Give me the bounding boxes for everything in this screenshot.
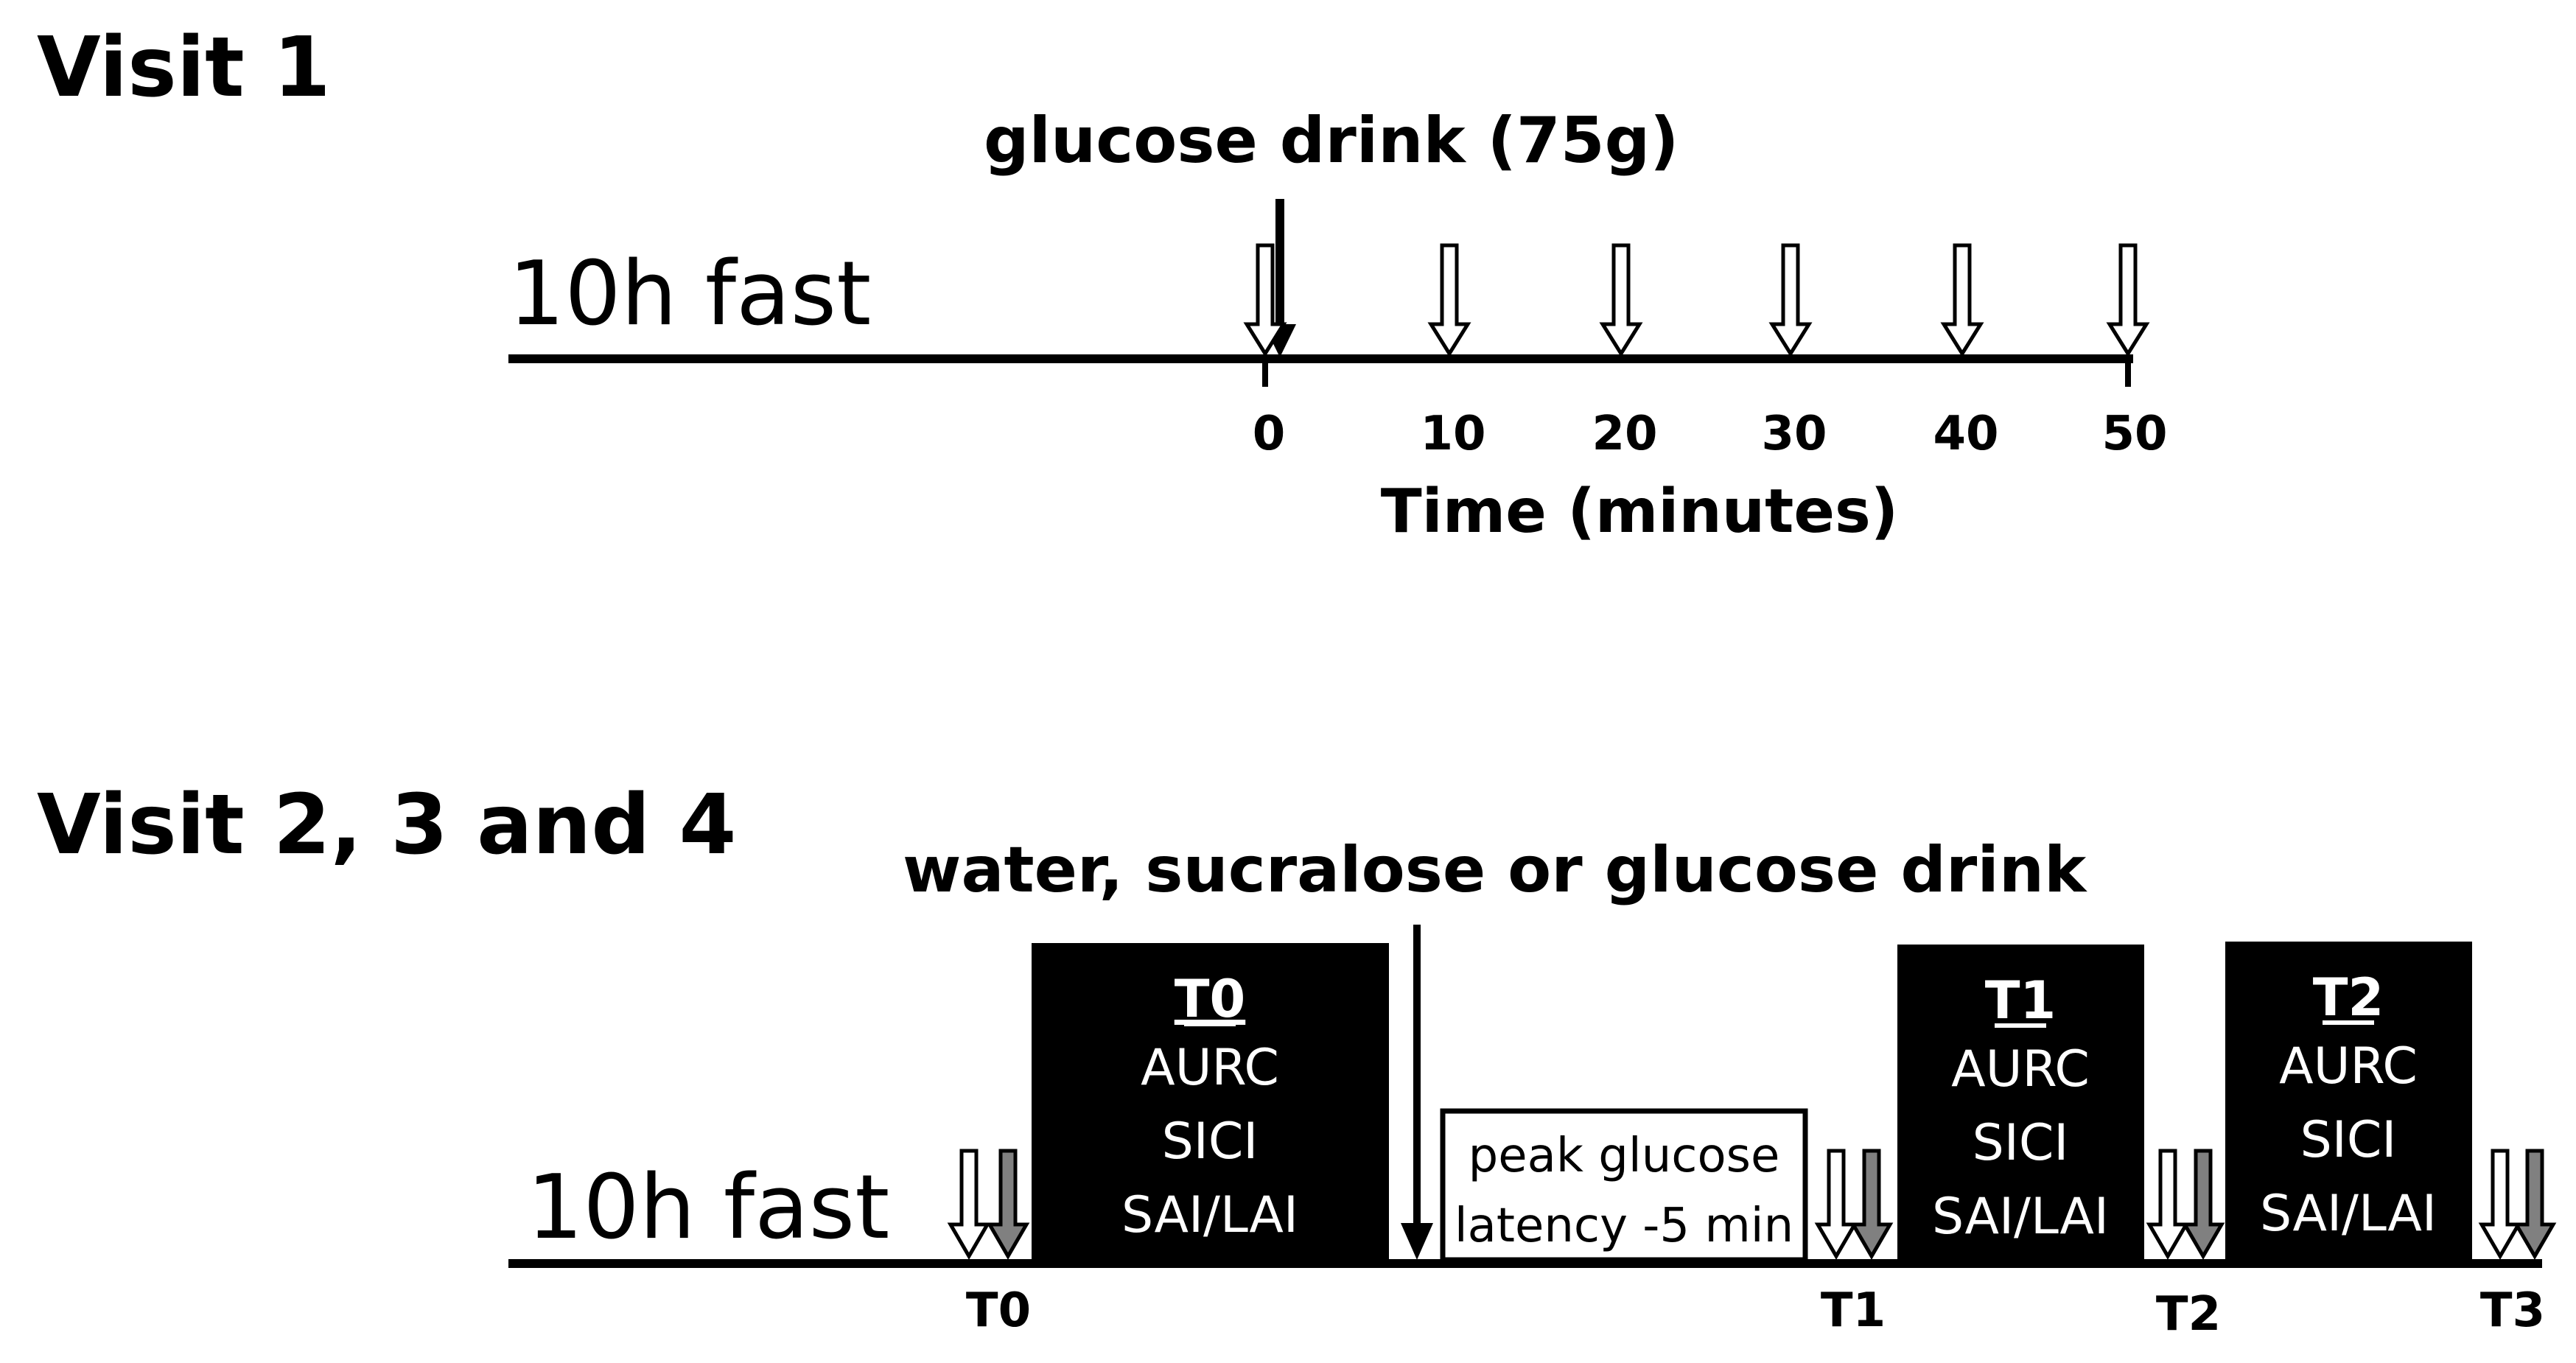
timepoint-label-t0: T0: [966, 1283, 1031, 1338]
grey-arrow-t1: [1849, 1149, 1894, 1260]
block-t0-line2: SICI: [1162, 1113, 1259, 1171]
timepoint-label-t1: T1: [1821, 1283, 1886, 1338]
block-t2-line2: SICI: [2300, 1111, 2397, 1169]
tick-label-50: 50: [2101, 407, 2167, 461]
visit2-timepoint-labels: T0 T1 T2 T3: [966, 1283, 2545, 1342]
sample-arrow-50: [2106, 243, 2150, 357]
visit1-sample-arrows: [1243, 243, 2150, 357]
hollow-arrow-t3: [2478, 1149, 2522, 1260]
tick-label-0: 0: [1253, 407, 1286, 461]
block-t1-line3: SAI/LAI: [1932, 1188, 2109, 1246]
arrow-pair-t1: [1814, 1149, 1894, 1260]
visit2-event-label: water, sucralose or glucose drink: [903, 833, 2087, 907]
wait-box-line2: latency -5 min: [1455, 1199, 1793, 1253]
sample-arrow-10: [1427, 243, 1471, 357]
grey-arrow-t3: [2513, 1149, 2557, 1260]
timepoint-label-t3: T3: [2480, 1283, 2545, 1338]
hollow-arrow-t2: [2146, 1149, 2190, 1260]
tick-label-20: 20: [1592, 407, 1657, 461]
visit1-axis-label: Time (minutes): [1381, 477, 1899, 547]
visit2-title: Visit 2, 3 and 4: [37, 777, 736, 873]
visit1-event-label: glucose drink (75g): [984, 104, 1679, 178]
grey-arrow-t0: [986, 1149, 1030, 1260]
hollow-arrow-t0: [947, 1149, 991, 1260]
sample-arrow-30: [1768, 243, 1813, 357]
arrow-pair-t0: [947, 1149, 1030, 1260]
hollow-arrow-t1: [1814, 1149, 1858, 1260]
drink-arrow: [1401, 925, 1433, 1260]
block-t1-line1: AURC: [1951, 1040, 2090, 1099]
grey-arrow-t2: [2181, 1149, 2225, 1260]
wait-box: peak glucose latency -5 min: [1440, 1108, 1808, 1263]
sample-arrow-0: [1243, 243, 1287, 357]
block-t0-title: T0: [1175, 969, 1245, 1029]
tick-label-10: 10: [1420, 407, 1485, 461]
visit1-fast-label: 10h fast: [508, 243, 871, 346]
block-t1-line2: SICI: [1973, 1114, 2069, 1172]
wait-box-line1: peak glucose: [1469, 1129, 1780, 1183]
block-t1-title: T1: [1985, 970, 2056, 1031]
visit2-fast-label: 10h fast: [527, 1157, 889, 1259]
tick-label-30: 30: [1761, 407, 1827, 461]
visit1-tick-labels: 0 10 20 30 40 50: [1253, 407, 2168, 461]
block-t0-line1: AURC: [1141, 1039, 1279, 1097]
block-t2: T2 AURC SICI SAI/LAI: [2225, 942, 2472, 1264]
block-t1: T1 AURC SICI SAI/LAI: [1897, 945, 2144, 1264]
visit1-title: Visit 1: [37, 20, 331, 116]
arrow-pair-t3: [2478, 1149, 2557, 1260]
sample-arrow-20: [1599, 243, 1643, 357]
sample-arrow-40: [1940, 243, 1984, 357]
block-t0: T0 AURC SICI SAI/LAI: [1032, 943, 1389, 1264]
tick-label-40: 40: [1933, 407, 1998, 461]
arrow-pair-t2: [2146, 1149, 2225, 1260]
block-t2-line1: AURC: [2279, 1037, 2418, 1096]
timepoint-label-t2: T2: [2156, 1287, 2221, 1342]
block-t0-line3: SAI/LAI: [1121, 1186, 1298, 1244]
block-t2-line3: SAI/LAI: [2260, 1185, 2437, 1243]
block-t2-title: T2: [2313, 967, 2384, 1028]
